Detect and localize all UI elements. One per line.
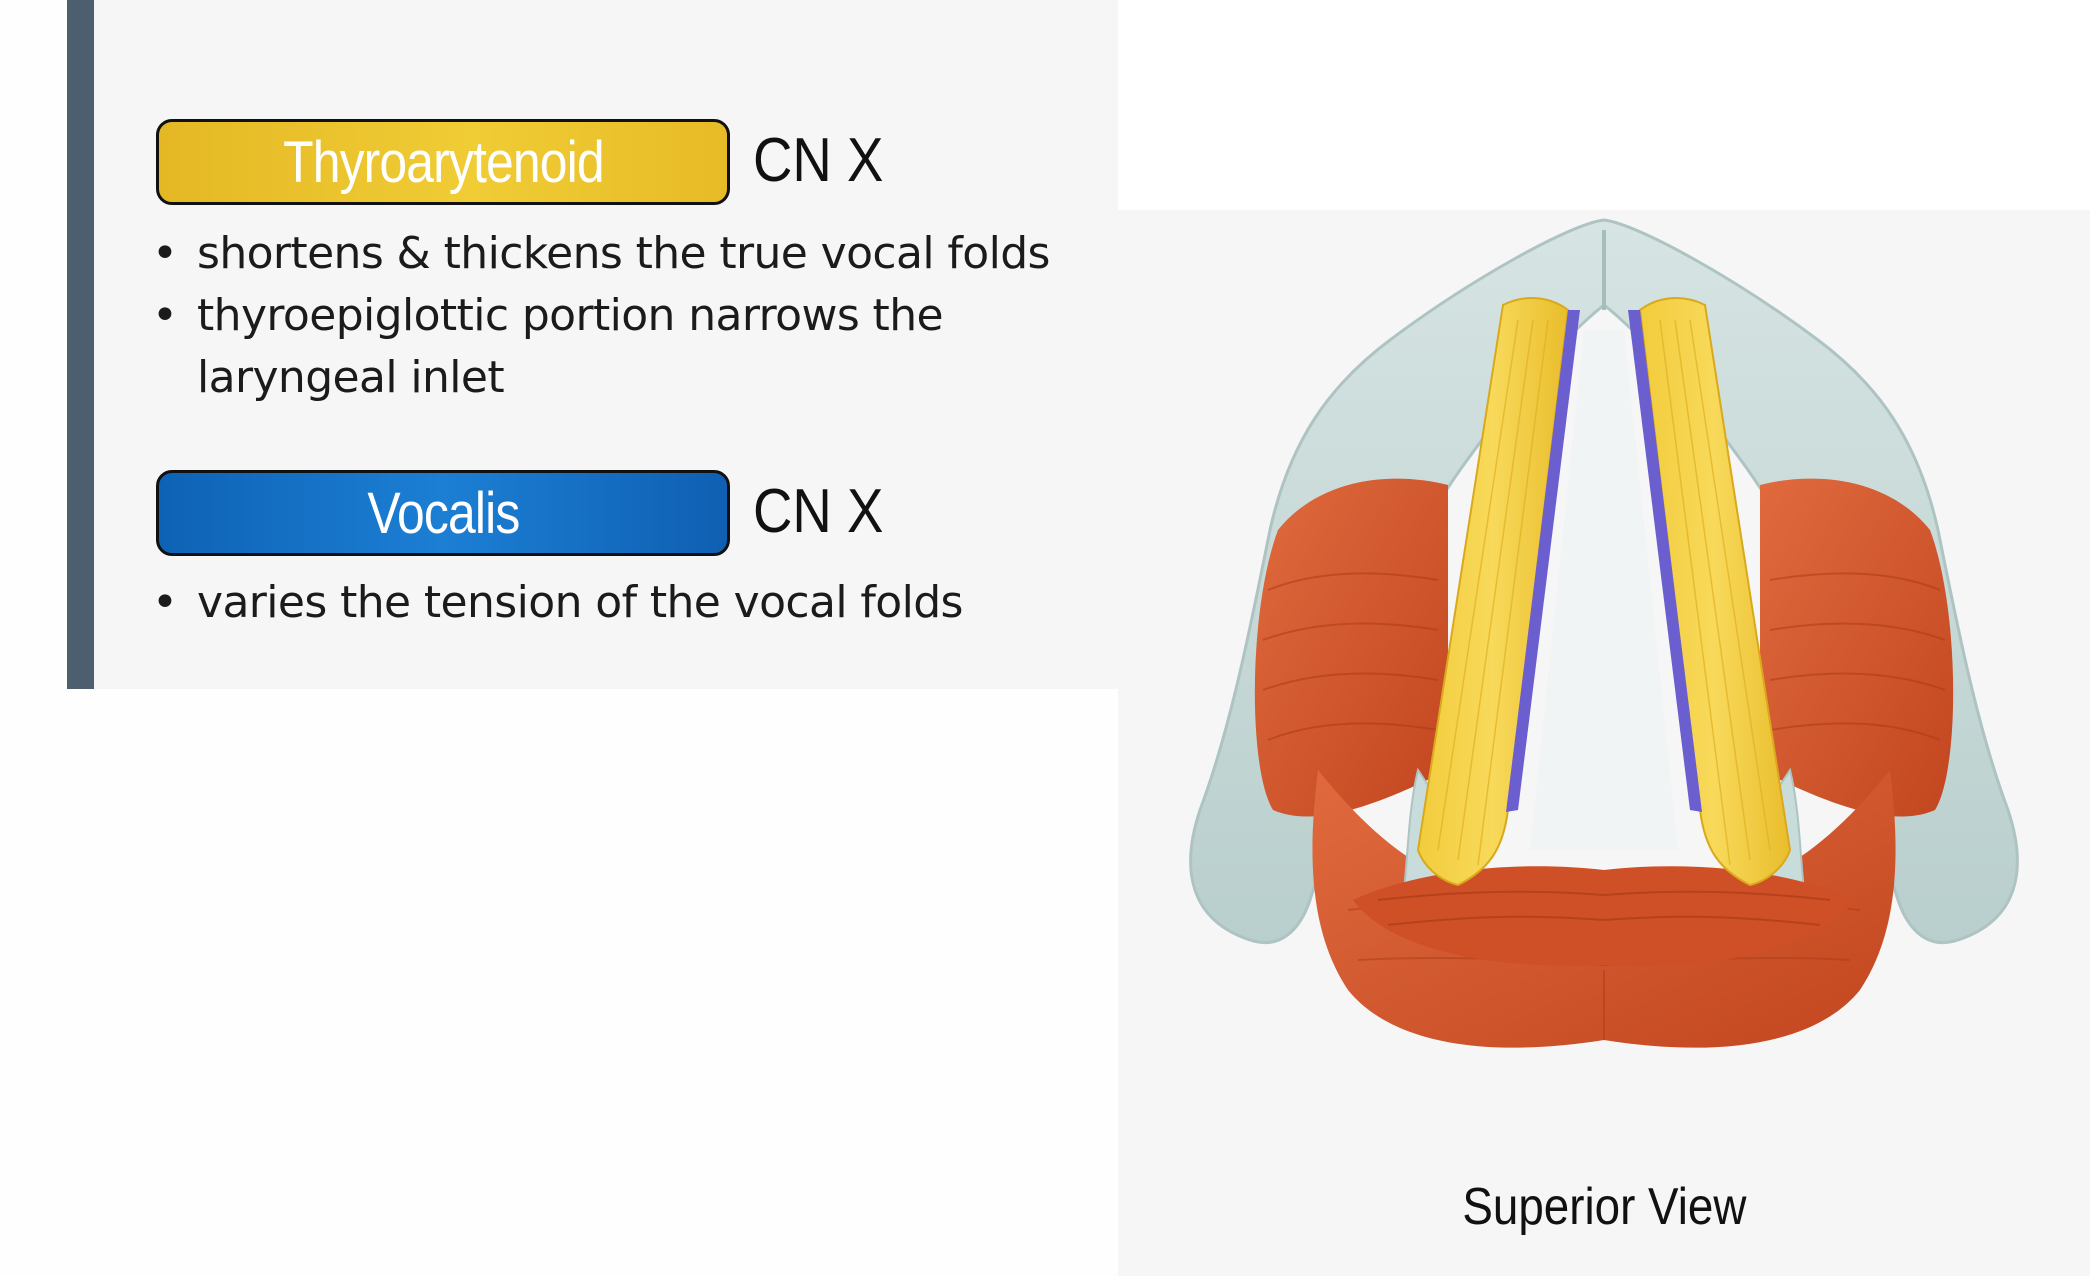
thyroarytenoid-nerve: CN X — [753, 126, 884, 195]
thyroid-cartilage — [1189, 218, 2019, 945]
vocalis-label: Vocalis — [366, 480, 520, 546]
thyroarytenoid-muscles — [1416, 297, 1792, 887]
card-accent-bar — [67, 0, 94, 689]
vocalis-muscles — [1506, 310, 1702, 812]
bullet-item: varies the tension of the vocal folds — [152, 572, 1097, 634]
figure-top-strip — [1118, 0, 2090, 210]
vocalis-badge: Vocalis — [156, 470, 730, 556]
lateral-muscles — [1254, 478, 1954, 817]
vocalis-nerve: CN X — [753, 477, 884, 546]
thyroarytenoid-bullets: shortens & thickens the true vocal folds… — [152, 223, 1097, 409]
bullet-item: thyroepiglottic portion narrows thelaryn… — [152, 285, 1097, 409]
vocalis-bullets: varies the tension of the vocal folds — [152, 572, 1097, 634]
transverse-arytenoid — [1353, 866, 1855, 966]
larynx-superior-view-illustration — [1189, 218, 2019, 1048]
rima-glottidis — [1530, 330, 1678, 850]
figure-caption: Superior View — [1461, 1178, 1747, 1236]
muscle-info-card: Thyroarytenoid CN X shortens & thickens … — [67, 0, 1118, 689]
bullet-item: shortens & thickens the true vocal folds — [152, 223, 1097, 285]
thyroarytenoid-badge: Thyroarytenoid — [156, 119, 730, 205]
thyroarytenoid-label: Thyroarytenoid — [282, 129, 605, 195]
